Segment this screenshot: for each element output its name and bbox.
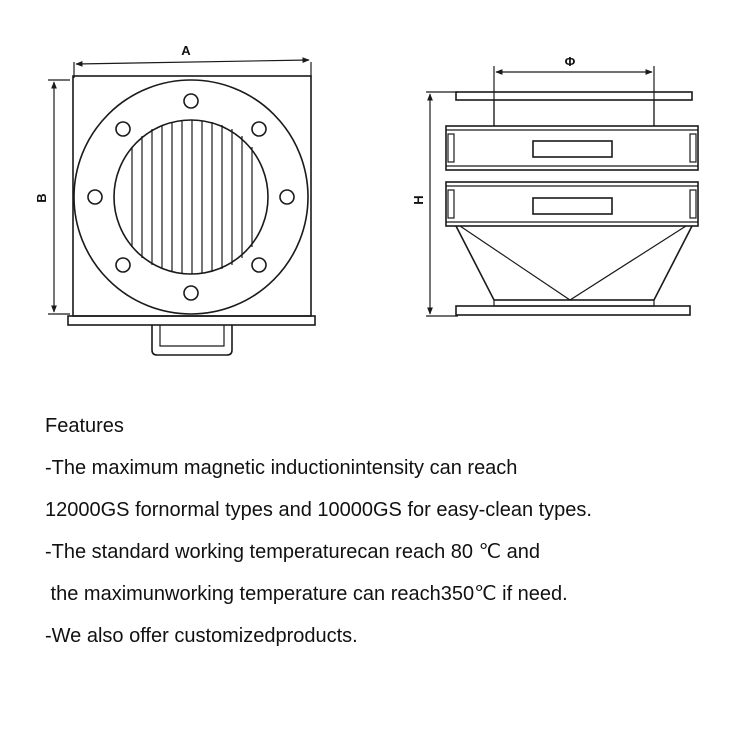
feature-line: -The maximum magnetic inductionintensity… bbox=[45, 457, 518, 479]
bottom-flange-plate bbox=[455, 305, 691, 316]
flange-inner-circle bbox=[113, 119, 269, 275]
feature-line: 12000GS fornormal types and 10000GS for … bbox=[45, 499, 592, 521]
dimension-h-label: H bbox=[411, 195, 426, 204]
bolt-hole bbox=[115, 121, 131, 137]
bolt-hole bbox=[183, 93, 199, 109]
bolt-hole bbox=[183, 285, 199, 301]
lower-drawer bbox=[445, 181, 699, 227]
bolt-holes bbox=[87, 93, 295, 301]
drawer-handle-slot bbox=[532, 140, 613, 158]
dimension-h: H bbox=[411, 91, 458, 317]
side-view: Φ H bbox=[411, 54, 699, 317]
bolt-hole bbox=[251, 121, 267, 137]
upper-drawer bbox=[445, 125, 699, 171]
top-view-base-plate bbox=[67, 315, 316, 326]
hopper bbox=[455, 225, 693, 307]
feature-line: -We also offer customizedproducts. bbox=[45, 625, 358, 647]
dimension-a: A bbox=[73, 43, 312, 78]
magnetic-bars bbox=[131, 120, 253, 274]
dimension-a-label: A bbox=[181, 43, 191, 58]
features-section: Features -The maximum magnetic induction… bbox=[45, 410, 735, 662]
dimension-b-label: B bbox=[34, 193, 49, 202]
bolt-hole bbox=[251, 257, 267, 273]
feature-line: -The standard working temperaturecan rea… bbox=[45, 541, 540, 563]
drawer-handle-slot bbox=[532, 197, 613, 215]
bolt-hole bbox=[279, 189, 295, 205]
top-flange-plate bbox=[455, 91, 693, 101]
handle bbox=[151, 325, 233, 356]
bolt-hole bbox=[87, 189, 103, 205]
features-heading: Features bbox=[45, 415, 124, 437]
top-view: A B bbox=[34, 43, 316, 356]
dimension-phi: Φ bbox=[493, 54, 655, 126]
flange-outer-circle bbox=[73, 79, 309, 315]
dimension-b: B bbox=[34, 79, 70, 315]
bolt-hole bbox=[115, 257, 131, 273]
technical-drawing: A B bbox=[34, 43, 699, 356]
dimension-phi-label: Φ bbox=[565, 54, 576, 69]
feature-line: the maximunworking temperature can reach… bbox=[45, 583, 568, 605]
